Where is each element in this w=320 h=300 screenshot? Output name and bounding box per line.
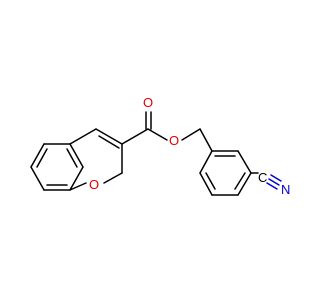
bond — [199, 150, 213, 174]
bond — [30, 166, 45, 191]
ester-oxygen-label: O — [169, 133, 179, 148]
double-bond-inner — [66, 148, 78, 168]
bond — [199, 128, 213, 152]
bond — [95, 128, 123, 145]
chromene-benzene-ring — [30, 143, 84, 191]
bond — [237, 150, 252, 174]
pyran-ring — [69, 128, 123, 191]
triple-bond — [270, 174, 282, 182]
ring-oxygen-label: O — [89, 177, 99, 192]
molecule-structure: O O O C N — [30, 95, 290, 197]
bond — [237, 172, 252, 196]
nitrile-nitrogen-label: N — [281, 182, 290, 197]
bond — [147, 128, 168, 141]
bond — [30, 143, 45, 168]
bond — [121, 128, 149, 145]
carbonyl-oxygen-label: O — [143, 95, 153, 110]
triple-bond — [268, 178, 280, 186]
bond — [69, 128, 97, 145]
bond — [69, 143, 84, 168]
ester-group — [121, 111, 201, 145]
bond — [103, 172, 123, 184]
nitrile-group — [250, 172, 282, 190]
double-bond-inner — [234, 172, 246, 190]
nitrile-carbon-label: C — [258, 170, 267, 185]
bond — [181, 128, 201, 141]
bond — [199, 172, 213, 196]
double-bond-inner — [98, 135, 120, 149]
triple-bond — [266, 182, 278, 190]
double-bond-inner — [205, 172, 216, 190]
double-bond-inner — [36, 148, 48, 168]
bond — [69, 166, 84, 191]
bond — [69, 182, 87, 191]
benzonitrile-ring — [199, 128, 252, 196]
